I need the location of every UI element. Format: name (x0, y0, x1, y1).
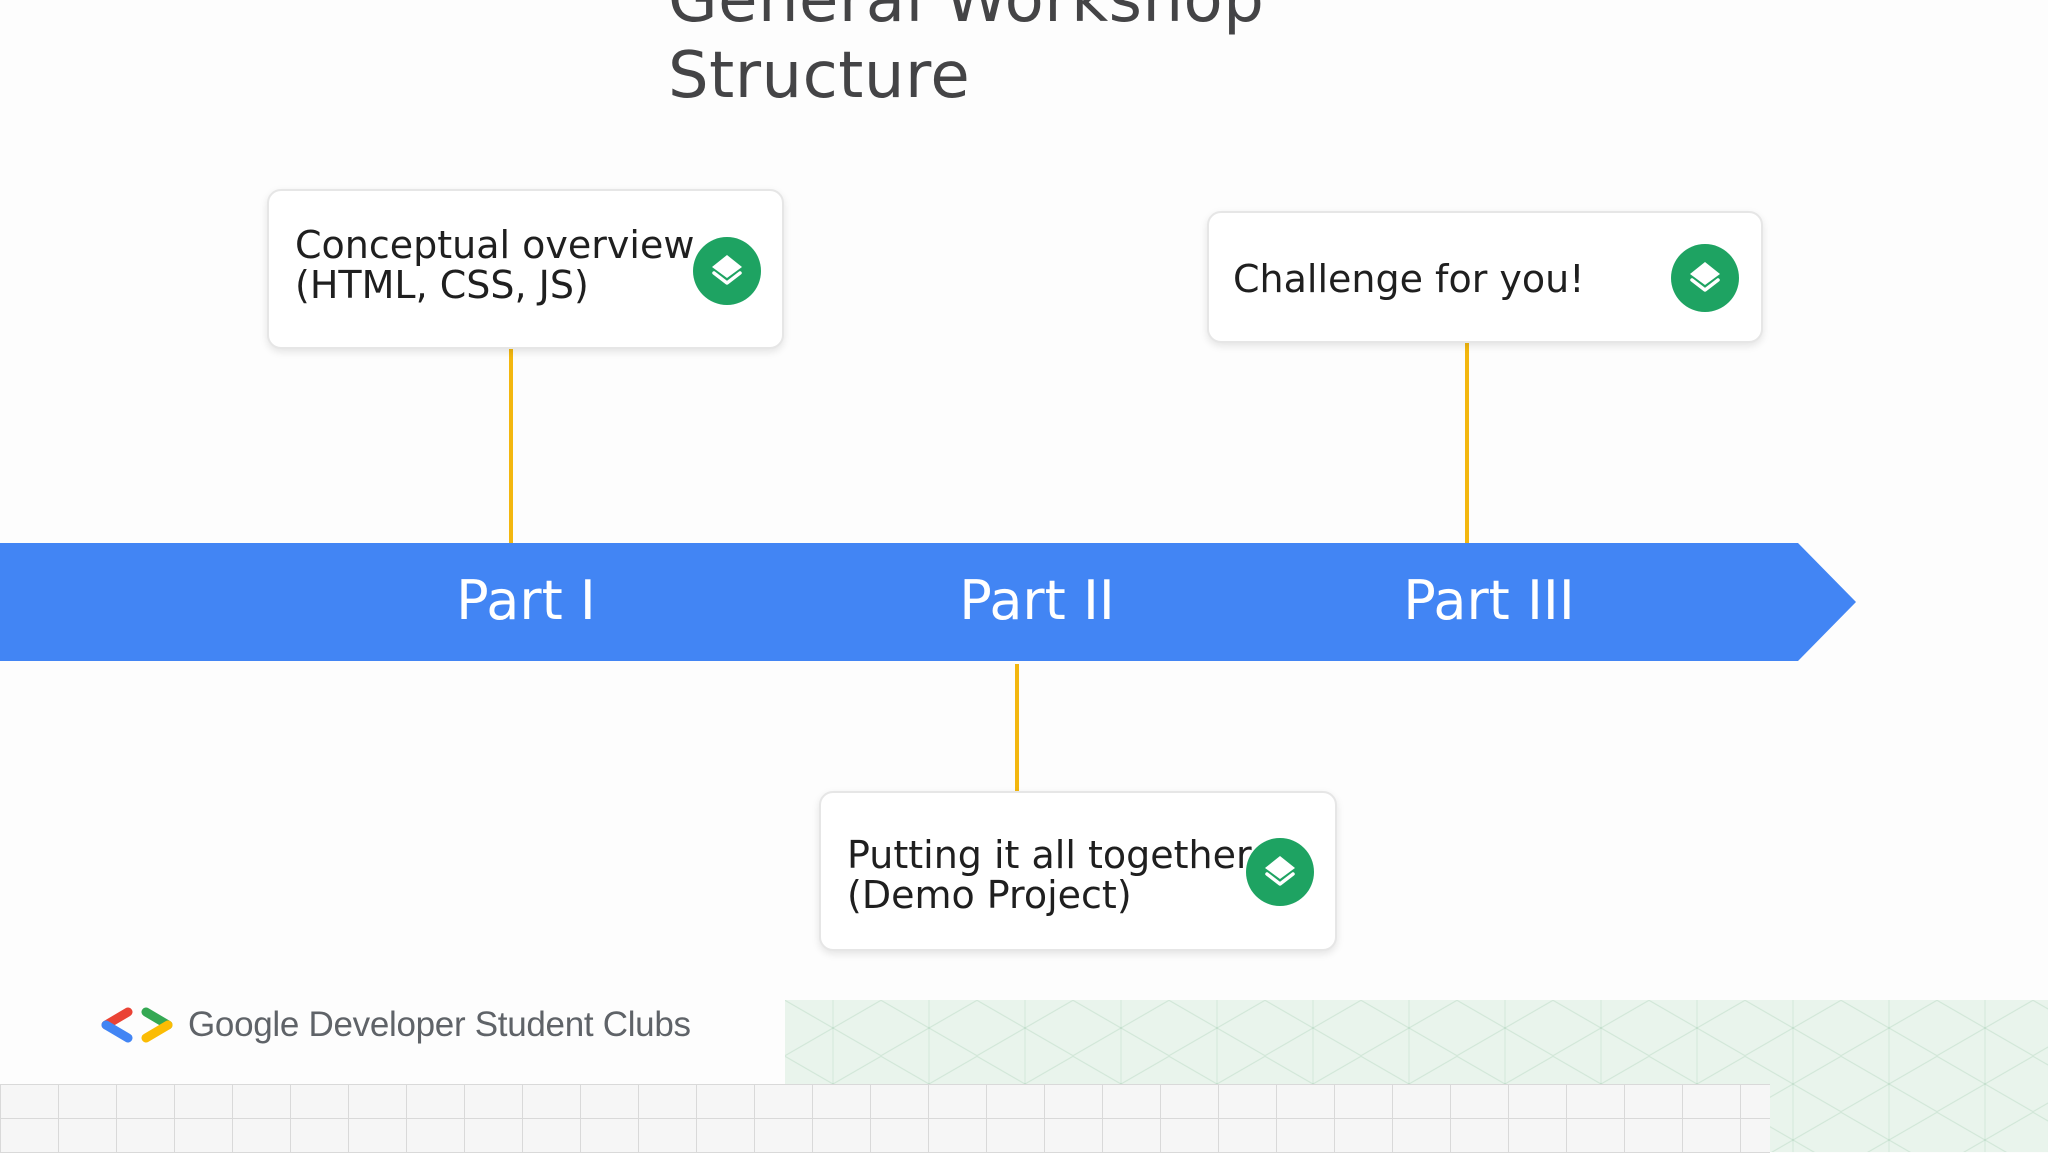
card-demo-project: Putting it all together (Demo Project) (819, 791, 1337, 951)
slide-title-line-2: Structure (668, 39, 971, 113)
brand-name: Google Developer Student Clubs (188, 1005, 691, 1044)
connector-part-2 (1015, 664, 1019, 791)
connector-part-1 (509, 349, 513, 544)
connector-part-3 (1465, 343, 1469, 544)
card-conceptual-overview: Conceptual overview (HTML, CSS, JS) (267, 189, 784, 349)
card-text: Challenge for you! (1233, 259, 1584, 299)
timeline-part-3: Part III (1403, 569, 1575, 632)
layers-icon (1246, 838, 1314, 906)
timeline-arrow: Part I Part II Part III (0, 541, 1856, 663)
timeline-part-2: Part II (959, 569, 1115, 632)
layers-icon (1671, 244, 1739, 312)
footer-brand: Google Developer Student Clubs (100, 1000, 691, 1050)
gdsc-brackets-logo (101, 1007, 173, 1043)
layers-icon (693, 237, 761, 305)
timeline-part-1: Part I (456, 569, 596, 632)
footer-grid-pattern (0, 1084, 1770, 1153)
card-text: Conceptual overview (HTML, CSS, JS) (295, 225, 694, 305)
arrow-shape (0, 543, 1856, 661)
card-line-1: Conceptual overview (295, 223, 695, 267)
card-line-2: (Demo Project) (847, 873, 1132, 917)
card-text: Putting it all together (Demo Project) (847, 835, 1252, 915)
card-line-1: Challenge for you! (1233, 257, 1585, 301)
card-line-1: Putting it all together (847, 833, 1252, 877)
slide-title-line-1: General Workshop (668, 0, 1265, 37)
card-challenge: Challenge for you! (1207, 211, 1763, 343)
card-line-2: (HTML, CSS, JS) (295, 263, 589, 307)
slide-title: General Workshop Structure (668, 0, 1264, 114)
